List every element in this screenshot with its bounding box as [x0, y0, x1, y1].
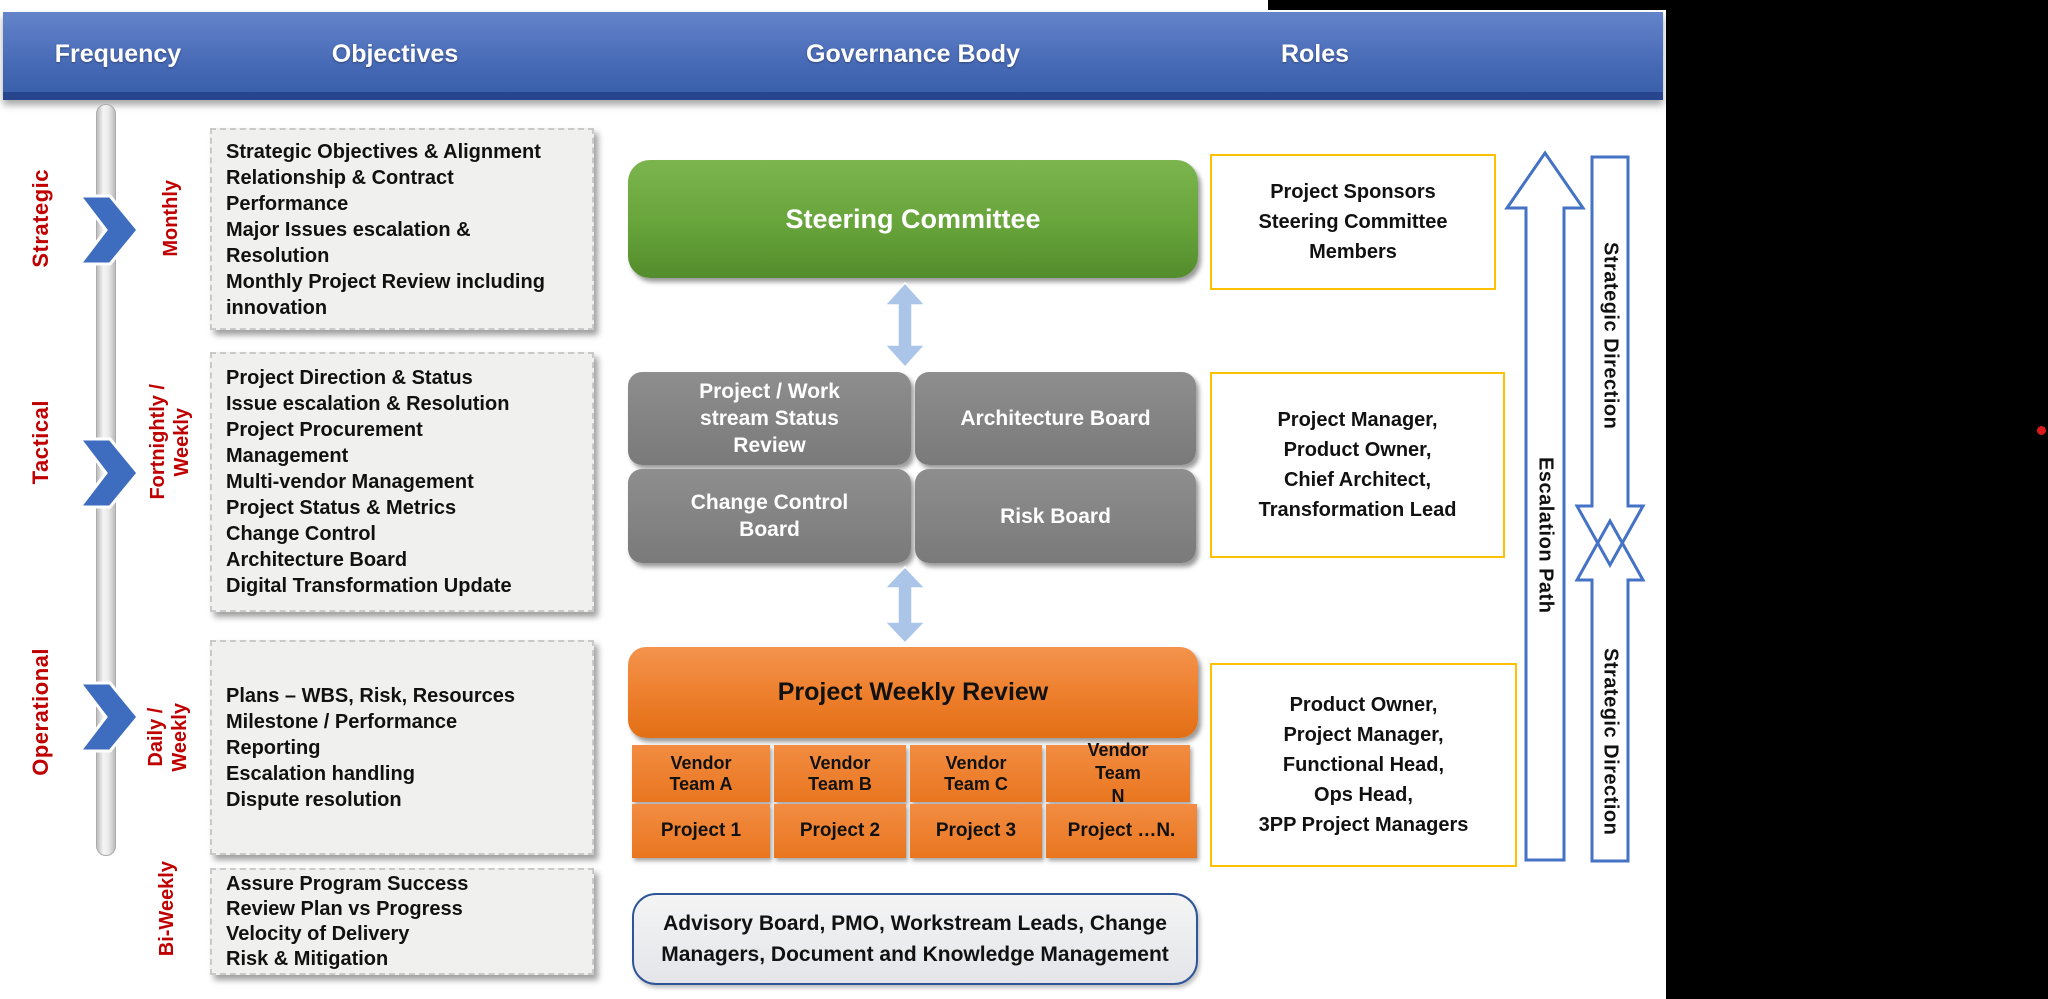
frequency-label-monthly: Monthly: [146, 146, 196, 291]
double-arrow-connector-icon: [884, 566, 926, 644]
frequency-label-daily-weekly: Daily / Weekly: [136, 648, 200, 826]
frequency-label-fortnightly-weekly-text: Fortnightly / Weekly: [147, 384, 193, 500]
escalation-path-arrow: [1504, 150, 1586, 862]
risk-board-box: Risk Board: [915, 469, 1196, 563]
strategic-direction-up-label: Strategic Direction: [1592, 632, 1628, 852]
header-governance-body: Governance Body: [806, 40, 1020, 68]
column-header-bar: Frequency Objectives Governance Body Rol…: [3, 12, 1663, 100]
vendor-team-c-cell: Vendor Team C: [910, 745, 1042, 802]
roles-box-tactical: Project Manager, Product Owner, Chief Ar…: [1210, 372, 1505, 558]
frequency-label-biweekly-text: Bi-Weekly: [156, 861, 178, 957]
project-workstream-status-review-box: Project / Work stream Status Review: [628, 372, 911, 465]
chevron-right-icon: [78, 194, 140, 266]
black-matte-right: [1666, 0, 2048, 999]
roles-box-strategic: Project Sponsors Steering Committee Memb…: [1210, 154, 1496, 290]
strategic-direction-up-arrow: [1574, 518, 1646, 863]
project-1-cell: Project 1: [632, 804, 770, 858]
header-objectives: Objectives: [331, 40, 459, 68]
level-label-strategic-text: Strategic: [28, 168, 53, 268]
architecture-board-box: Architecture Board: [915, 372, 1196, 465]
frequency-label-daily-weekly-text: Daily / Weekly: [145, 702, 191, 772]
level-label-operational: Operational: [18, 618, 64, 806]
vendor-team-n-text: Vendor Team N: [1087, 740, 1149, 806]
steering-committee-box: Steering Committee: [628, 160, 1198, 278]
frequency-label-fortnightly-weekly: Fortnightly / Weekly: [138, 348, 202, 536]
frequency-label-monthly-text: Monthly: [160, 180, 182, 257]
black-matte-top-strip: [1268, 0, 1668, 10]
vendor-team-b-cell: Vendor Team B: [774, 745, 906, 802]
level-label-tactical: Tactical: [18, 356, 64, 528]
project-n-cell: Project …N.: [1046, 804, 1197, 858]
strategic-direction-down-label: Strategic Direction: [1592, 218, 1628, 453]
objectives-box-biweekly: Assure Program Success Review Plan vs Pr…: [210, 868, 594, 975]
objectives-box-daily: Plans – WBS, Risk, Resources Milestone /…: [210, 640, 594, 855]
vendor-team-n-cell: Vendor Team N: [1046, 740, 1190, 806]
chevron-right-icon: [78, 437, 140, 509]
project-weekly-review-box: Project Weekly Review: [628, 647, 1198, 738]
escalation-path-label-text: Escalation Path: [1534, 456, 1557, 614]
strategic-direction-down-label-text: Strategic Direction: [1599, 241, 1622, 430]
level-label-strategic: Strategic: [18, 132, 64, 304]
level-label-tactical-text: Tactical: [28, 399, 53, 485]
header-frequency: Frequency: [54, 40, 182, 68]
red-dot-marker: [2037, 426, 2046, 435]
frequency-label-biweekly: Bi-Weekly: [142, 838, 192, 980]
chevron-right-icon: [78, 681, 140, 753]
objectives-box-monthly: Strategic Objectives & Alignment Relatio…: [210, 128, 594, 330]
strategic-direction-down-arrow: [1574, 155, 1646, 568]
strategic-direction-up-label-text: Strategic Direction: [1599, 648, 1622, 836]
double-arrow-connector-icon: [884, 282, 926, 368]
project-3-cell: Project 3: [910, 804, 1042, 858]
roles-box-operational: Product Owner, Project Manager, Function…: [1210, 663, 1517, 867]
escalation-path-label: Escalation Path: [1527, 425, 1563, 645]
project-2-cell: Project 2: [774, 804, 906, 858]
header-roles: Roles: [1280, 40, 1350, 68]
change-control-board-box: Change Control Board: [628, 469, 911, 563]
level-label-operational-text: Operational: [28, 648, 53, 776]
vendor-team-a-cell: Vendor Team A: [632, 745, 770, 802]
advisory-support-box: Advisory Board, PMO, Workstream Leads, C…: [632, 893, 1198, 985]
objectives-box-fortnightly: Project Direction & Status Issue escalat…: [210, 352, 594, 612]
